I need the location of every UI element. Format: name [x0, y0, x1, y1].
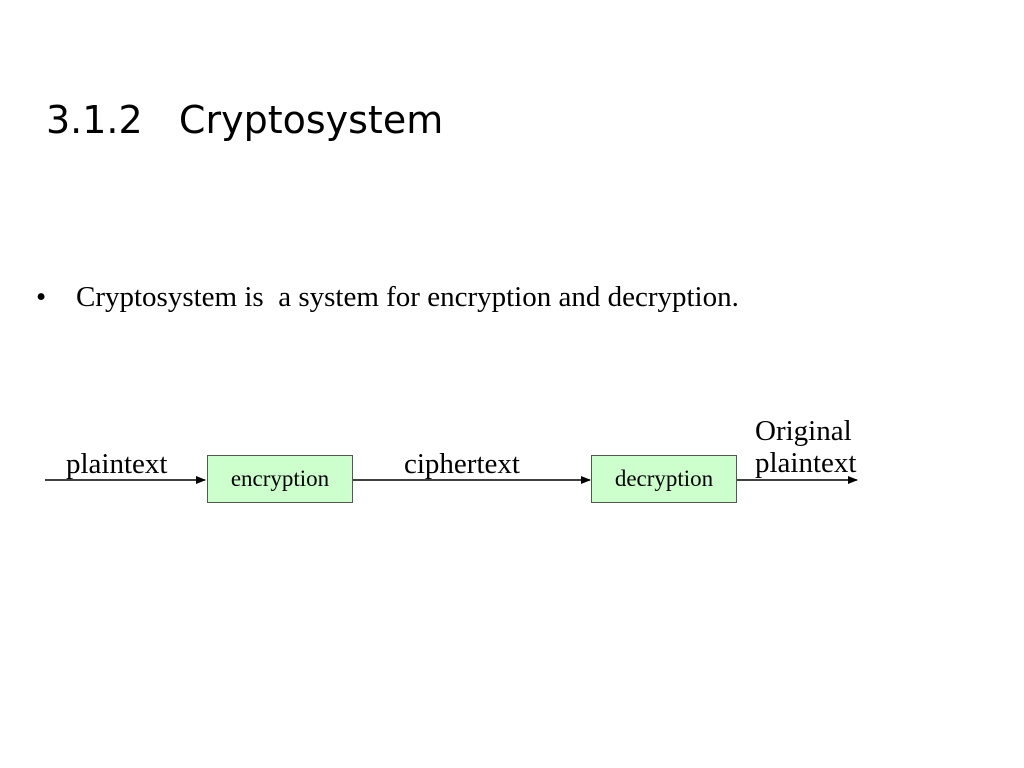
encryption-box-label: encryption	[230, 466, 330, 491]
original-plaintext-label-line1: Original	[755, 415, 852, 447]
slide-title: 3.1.2 Cryptosystem	[46, 98, 444, 142]
bullet-text: Cryptosystem is a system for encryption …	[76, 281, 739, 313]
ciphertext-label: ciphertext	[404, 448, 520, 480]
decryption-box: decryption	[591, 455, 737, 503]
plaintext-label: plaintext	[66, 448, 168, 480]
encryption-box: encryption	[207, 455, 353, 503]
bullet-item: • Cryptosystem is a system for encryption…	[36, 280, 739, 315]
bullet-marker: •	[36, 281, 47, 313]
decryption-box-label: decryption	[614, 466, 714, 491]
original-plaintext-label-line2: plaintext	[755, 447, 857, 479]
